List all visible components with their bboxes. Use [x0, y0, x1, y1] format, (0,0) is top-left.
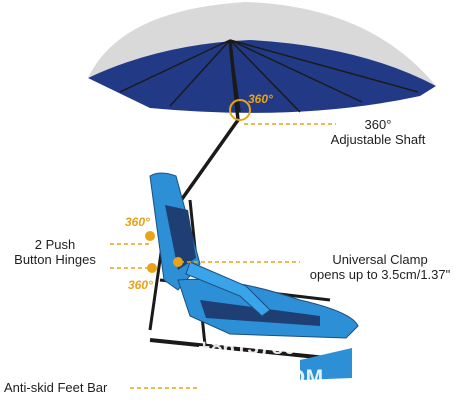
shaft-rotation-ring [229, 99, 251, 121]
shaft-rotation-badge: 360° [248, 92, 273, 106]
clamp-callout-line2: opens up to 3.5cm/1.37" [309, 267, 451, 282]
hinge-bottom-marker [147, 263, 157, 273]
hinges-callout-line2: Button Hinges [14, 252, 96, 267]
clamp-callout: Universal Clamp opens up to 3.5cm/1.37" [292, 252, 468, 282]
umbrella-canopy-top [88, 2, 436, 86]
hinge-top-rotation-badge: 360° [125, 215, 150, 229]
chair-armrest [185, 261, 271, 317]
hinge-bottom-rotation-badge: 360° [128, 278, 153, 292]
clamp-callout-line1: Universal Clamp [332, 252, 428, 267]
umbrella-canopy-underside [88, 36, 436, 113]
watermark-line2: TICS@QM [218, 366, 324, 389]
callout-lines [110, 123, 336, 389]
hinge-top-marker [145, 231, 155, 241]
hinges-callout: 2 Push Button Hinges [0, 237, 110, 267]
clamp-marker [173, 257, 183, 267]
hinges-callout-line1: 2 Push [34, 237, 76, 252]
shaft-callout-line1: 360° [364, 117, 392, 132]
shaft-callout: 360° Adjustable Shaft [318, 117, 438, 147]
shaft-callout-line2: Adjustable Shaft [330, 132, 426, 147]
feet-bar-callout: Anti-skid Feet Bar [4, 380, 108, 395]
watermark-line1: +8613780 [198, 336, 297, 359]
